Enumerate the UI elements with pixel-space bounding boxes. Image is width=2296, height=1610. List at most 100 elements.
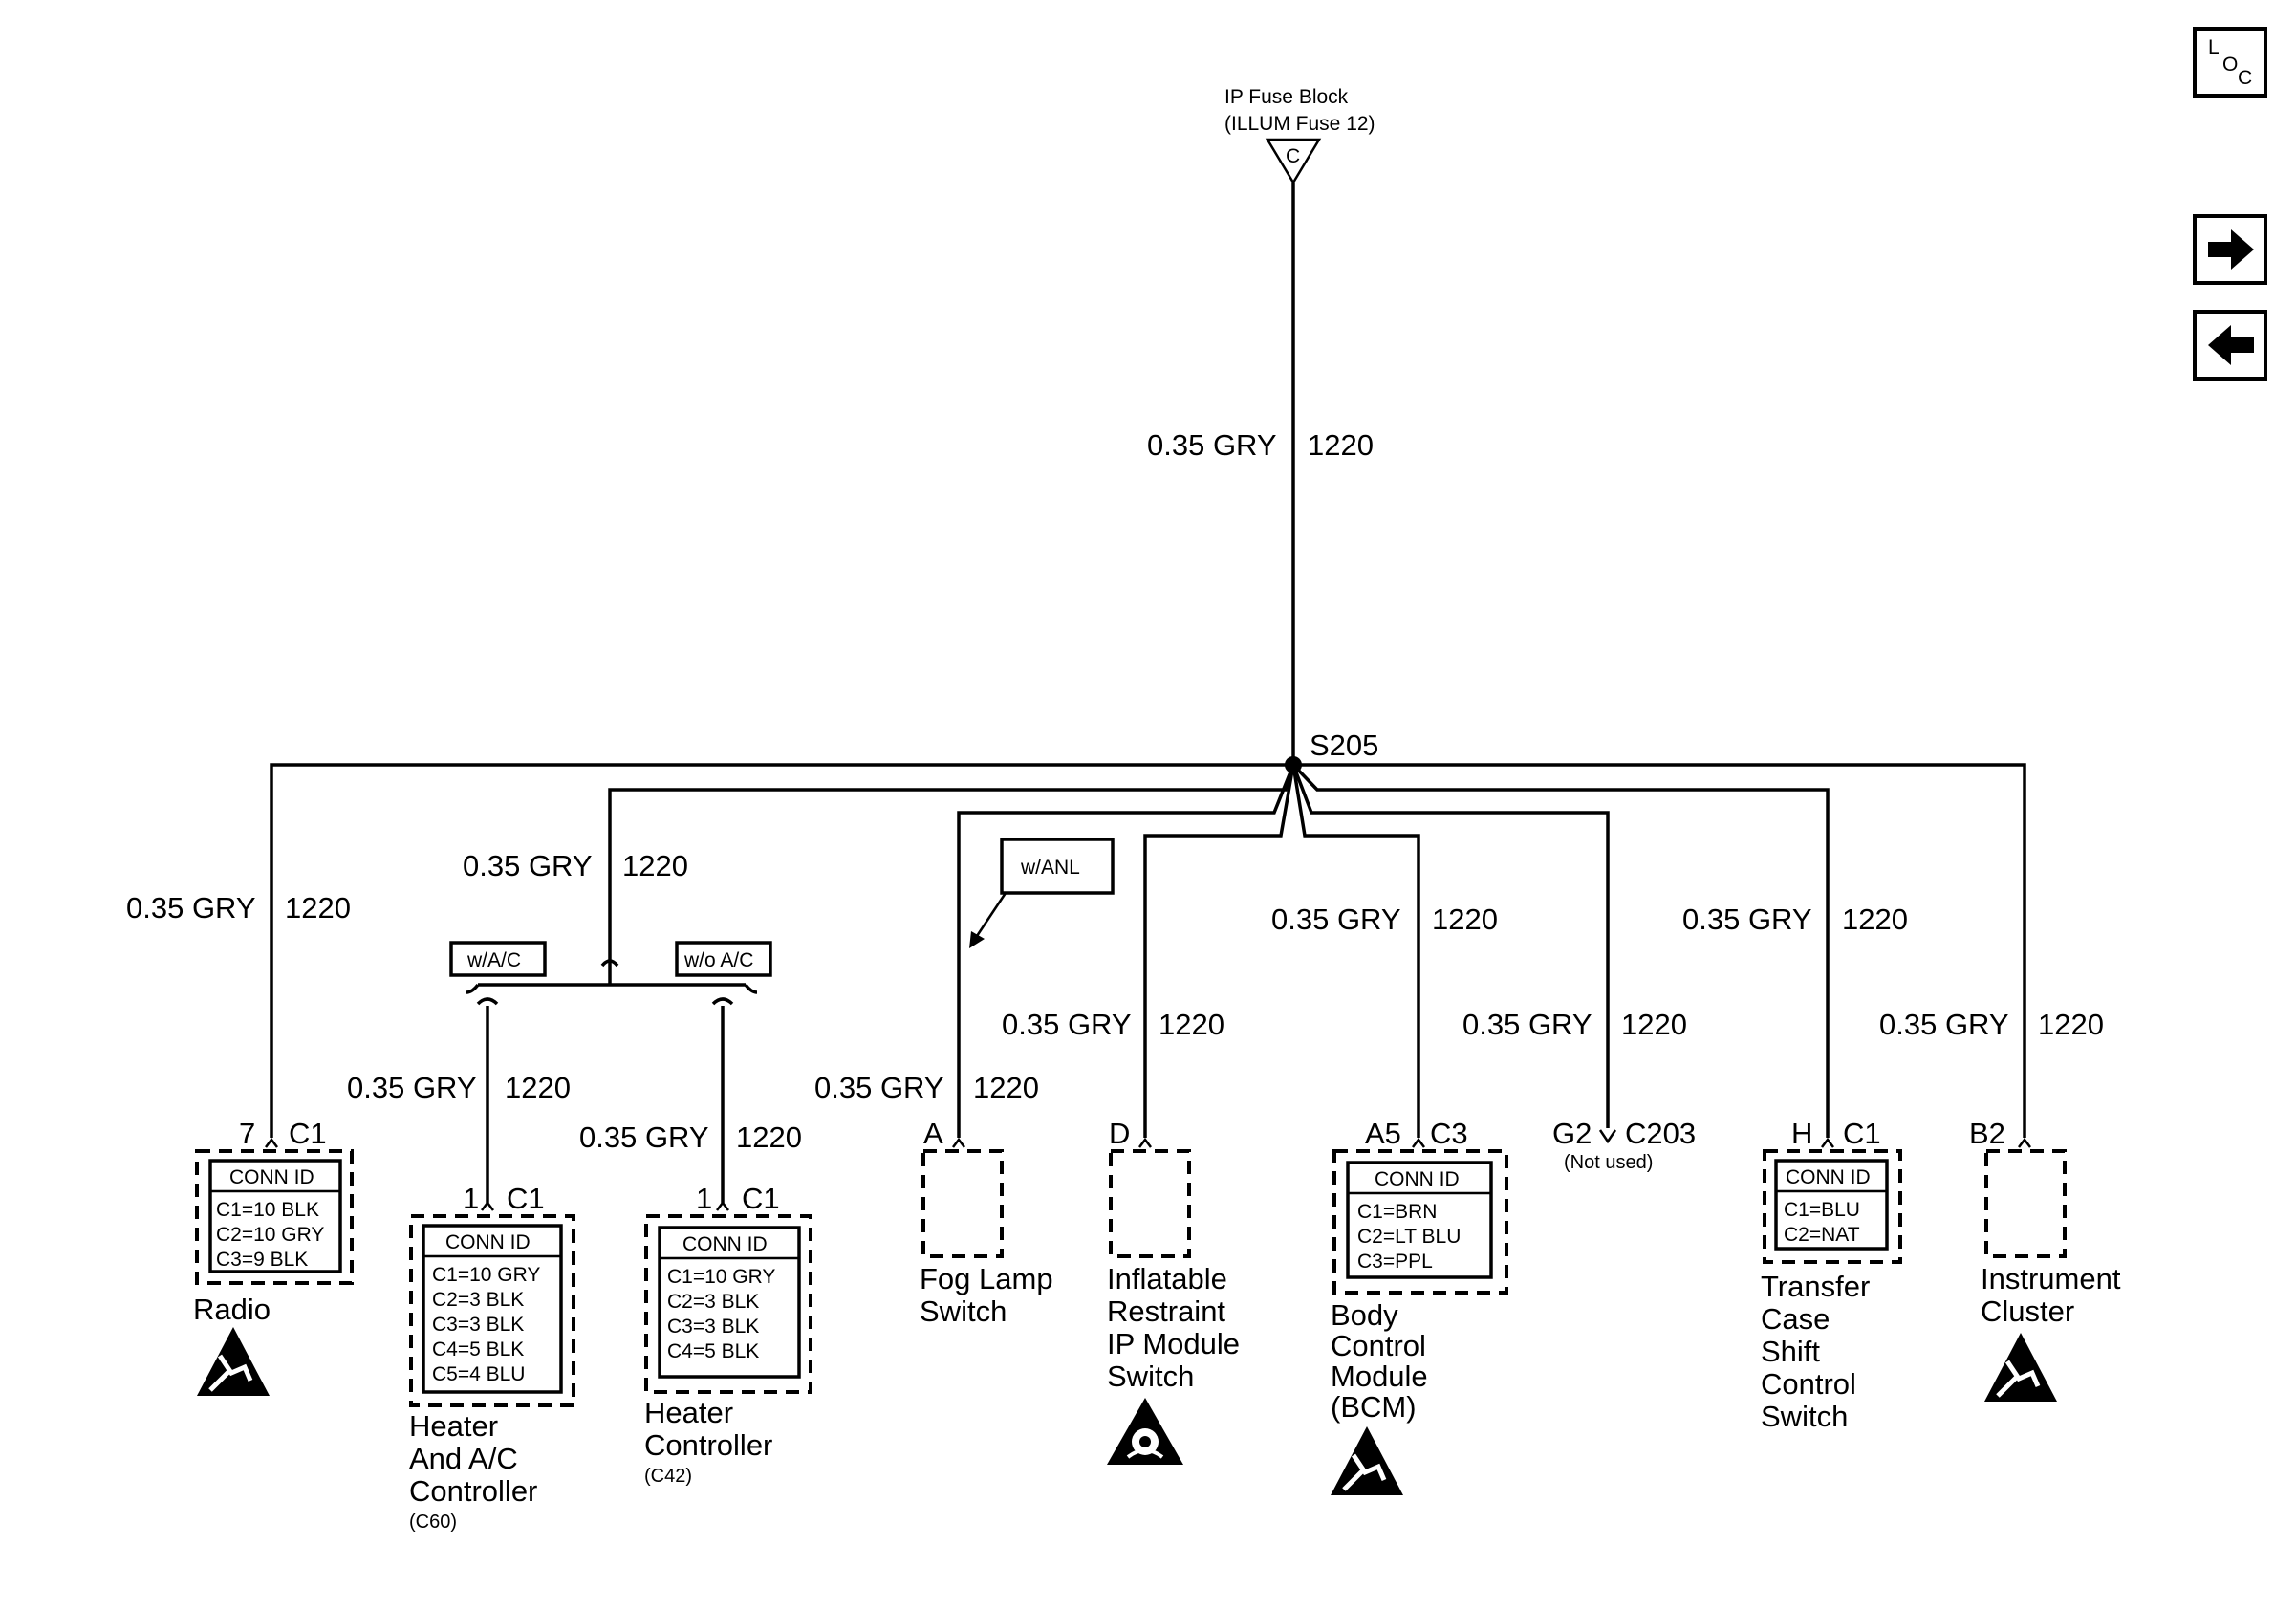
radio-conn-id: CONN ID <box>229 1166 314 1188</box>
cluster-pin: B2 <box>1969 1117 2005 1150</box>
heater-ac-name-2: And A/C <box>409 1442 518 1475</box>
branch-cluster <box>1293 763 2026 1138</box>
bcm-conn-id: CONN ID <box>1375 1168 1460 1190</box>
transfer-name-4: Control <box>1761 1367 1856 1401</box>
component-airbag-switch: D Inflatable Restraint IP Module Switch <box>1107 1117 1240 1465</box>
fuse-terminal-label: C <box>1286 145 1300 167</box>
heater-row-2: C2=3 BLK <box>667 1291 759 1313</box>
radio-row-1: C1=10 BLK <box>216 1199 319 1221</box>
heater-split-right-hook <box>744 983 758 994</box>
heater-ac-code: (C60) <box>409 1512 457 1533</box>
option-with-ac-label: w/A/C <box>466 949 521 971</box>
option-box-without-ac <box>675 941 772 977</box>
wire-bcm-gauge: 0.35 GRY <box>1271 903 1401 936</box>
radio-row-3: C3=9 BLK <box>216 1249 308 1271</box>
bcm-name-1: Body <box>1331 1298 1398 1332</box>
branch-transfer <box>1291 763 1830 1138</box>
heater-code: (C42) <box>644 1466 692 1487</box>
loc-button[interactable]: L O C <box>2193 27 2267 98</box>
wire-heater-circuit: 1220 <box>736 1120 802 1154</box>
heater-ac-row-1: C1=10 GRY <box>432 1264 540 1286</box>
bcm-name-4: (BCM) <box>1331 1390 1417 1424</box>
heater-ac-row-2: C2=3 BLK <box>432 1289 524 1311</box>
option-box-with-ac <box>449 941 547 977</box>
heater-ac-conn-id: CONN ID <box>445 1231 531 1253</box>
fog-pin: A <box>923 1117 943 1150</box>
loc-letter-c: C <box>2238 67 2252 89</box>
heater-ac-row-3: C3=3 BLK <box>432 1314 524 1336</box>
ground-connector: C203 <box>1625 1117 1696 1150</box>
transfer-connector: C1 <box>1843 1117 1881 1150</box>
bcm-connector: C3 <box>1430 1117 1468 1150</box>
arrow-right-icon <box>2208 229 2254 270</box>
wire-cluster-gauge: 0.35 GRY <box>1879 1008 2009 1041</box>
heater-split-bridge <box>600 959 619 968</box>
esd-icon <box>197 1327 270 1396</box>
wire-ground-gauge: 0.35 GRY <box>1462 1008 1592 1041</box>
radio-connector: C1 <box>289 1117 327 1150</box>
heater-name-2: Controller <box>644 1428 772 1462</box>
heater-hook <box>711 997 734 1006</box>
heater-name-1: Heater <box>644 1396 733 1429</box>
transfer-row-2: C2=NAT <box>1784 1224 1860 1246</box>
heater-pin: 1 <box>696 1182 712 1215</box>
wire-fog-gauge: 0.35 GRY <box>814 1071 944 1104</box>
wire-heater-group-circuit: 1220 <box>622 849 688 882</box>
wire-bcm-circuit: 1220 <box>1432 903 1498 936</box>
option-without-ac-label: w/o A/C <box>683 949 753 971</box>
trunk-wire-circuit: 1220 <box>1308 428 1374 462</box>
cluster-name-1: Instrument <box>1981 1262 2121 1295</box>
wire-fog-circuit: 1220 <box>973 1071 1039 1104</box>
component-heater-controller: 1 C1 CONN ID C1=10 GRY C2=3 BLK C3=3 BLK… <box>644 1182 812 1487</box>
airbag-name-1: Inflatable <box>1107 1262 1227 1295</box>
cluster-name-2: Cluster <box>1981 1295 2074 1328</box>
bcm-name-2: Control <box>1331 1329 1426 1362</box>
airbag-name-4: Switch <box>1107 1360 1194 1393</box>
fuse-block-fuse: (ILLUM Fuse 12) <box>1224 113 1375 135</box>
component-instrument-cluster: B2 Instrument Cluster <box>1969 1117 2121 1402</box>
next-button[interactable] <box>2193 214 2267 285</box>
component-transfer-case-switch: H C1 CONN ID C1=BLU C2=NAT Transfer Case… <box>1761 1117 1902 1433</box>
component-ground-c203: G2 C203 (Not used) <box>1552 1117 1696 1173</box>
transfer-name-2: Case <box>1761 1302 1830 1336</box>
loc-letter-l: L <box>2208 36 2220 58</box>
fuse-terminal-triangle <box>1265 138 1322 185</box>
heater-ac-pin: 1 <box>463 1182 479 1215</box>
esd-icon <box>1331 1426 1403 1495</box>
wire-heater-group-gauge: 0.35 GRY <box>463 849 593 882</box>
wire-heater-gauge: 0.35 GRY <box>579 1120 709 1154</box>
airbag-name-2: Restraint <box>1107 1295 1225 1328</box>
fog-name-2: Switch <box>920 1295 1007 1328</box>
component-heater-ac-controller: 1 C1 CONN ID C1=10 GRY C2=3 BLK C3=3 BLK… <box>409 1182 575 1533</box>
esd-icon <box>1984 1333 2057 1402</box>
radio-row-2: C2=10 GRY <box>216 1224 324 1246</box>
airbag-icon <box>1107 1398 1183 1465</box>
airbag-pin: D <box>1109 1117 1130 1150</box>
wire-transfer-gauge: 0.35 GRY <box>1682 903 1812 936</box>
heater-split-left-hook <box>466 983 480 994</box>
radio-name: Radio <box>193 1293 271 1326</box>
bcm-row-2: C2=LT BLU <box>1357 1226 1461 1248</box>
option-with-anl-label: w/ANL <box>1020 857 1080 879</box>
heater-ac-name-1: Heater <box>409 1409 498 1443</box>
bcm-pin: A5 <box>1365 1117 1401 1150</box>
bcm-row-1: C1=BRN <box>1357 1201 1437 1223</box>
wire-cluster-circuit: 1220 <box>2038 1008 2104 1041</box>
previous-button[interactable] <box>2193 310 2267 381</box>
transfer-row-1: C1=BLU <box>1784 1199 1860 1221</box>
heater-conn-id: CONN ID <box>682 1233 768 1255</box>
branch-airbag <box>1143 764 1295 1138</box>
anl-arrow-head <box>969 931 985 948</box>
transfer-conn-id: CONN ID <box>1786 1166 1871 1188</box>
trunk-wire-gauge: 0.35 GRY <box>1147 428 1277 462</box>
radio-pin: 7 <box>239 1117 255 1150</box>
fog-name-1: Fog Lamp <box>920 1262 1053 1295</box>
ground-note: (Not used) <box>1564 1152 1653 1173</box>
anl-arrow-shaft <box>973 892 1007 940</box>
arrow-left-icon <box>2208 325 2254 365</box>
heater-ac-name-3: Controller <box>409 1474 537 1508</box>
wire-radio-circuit: 1220 <box>285 891 351 925</box>
branch-bcm <box>1291 764 1420 1138</box>
bcm-name-3: Module <box>1331 1360 1428 1393</box>
